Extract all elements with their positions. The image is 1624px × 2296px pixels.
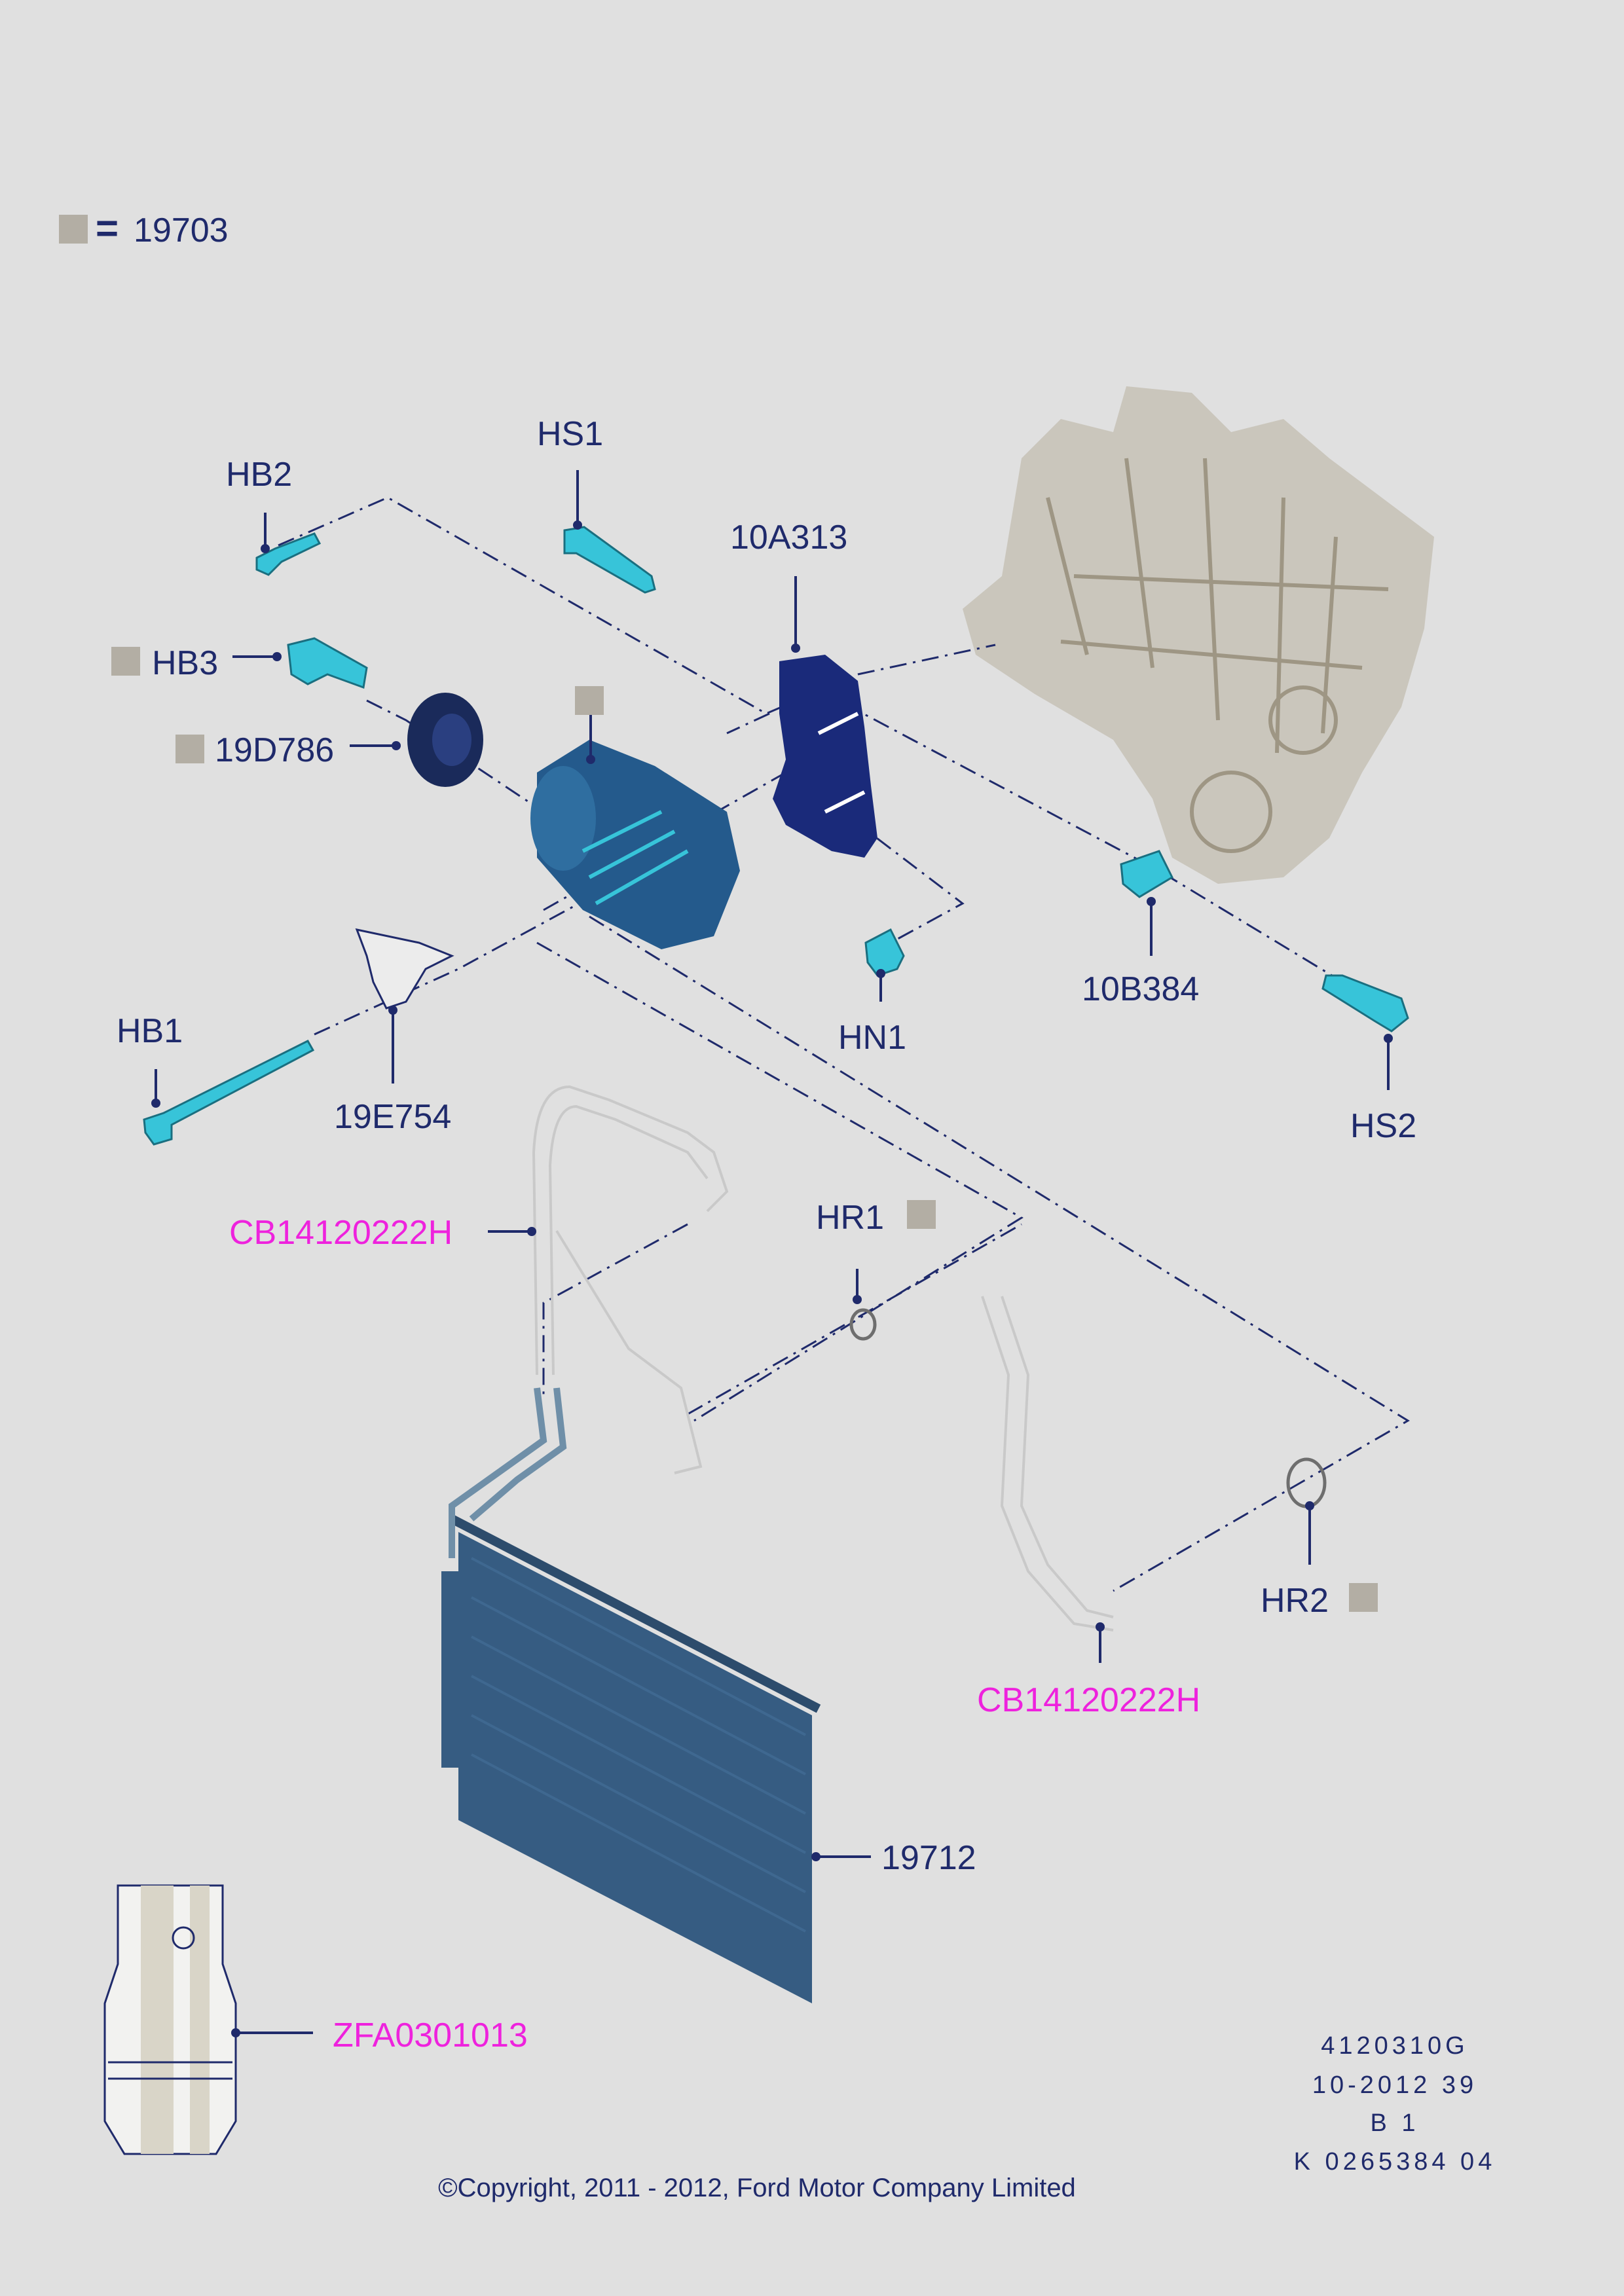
label-19712: 19712: [881, 1839, 976, 1877]
label-19e754: 19E754: [334, 1098, 451, 1136]
part-labels: HB2 HS1 10A313 HB3 19D786 10B384 HN1 HS2…: [117, 415, 1416, 1877]
bolt-hs1: [563, 526, 656, 594]
part-code-refrigerant: ZFA0301013: [333, 2016, 528, 2054]
engine-block-illustration: [963, 386, 1434, 884]
reference-line-3: B 1: [1370, 2109, 1419, 2137]
label-hb1: HB1: [117, 1012, 183, 1050]
clutch-pulley: [407, 693, 483, 787]
o-ring-hr2: [1286, 1457, 1327, 1508]
label-19d786: 19D786: [215, 731, 334, 769]
part-codes: CB14120222H CB14120222H ZFA0301013: [229, 1214, 1200, 2054]
label-hr2: HR2: [1261, 1582, 1329, 1620]
fasteners: [143, 526, 1409, 1146]
bolt-hb3: [287, 637, 368, 689]
label-hr1: HR1: [816, 1199, 884, 1237]
part-code-hose-top: CB14120222H: [229, 1214, 452, 1252]
legend-swatch: [59, 215, 88, 244]
o-ring-hr1: [849, 1308, 877, 1341]
label-hn1: HN1: [838, 1019, 906, 1057]
label-hs1: HS1: [537, 415, 603, 453]
swatch-compressor: [575, 686, 604, 715]
reference-block: 4120310G 10-2012 39 B 1 K 0265384 04: [1294, 2032, 1496, 2176]
leader-lines: [151, 470, 1393, 2037]
nut-hn1: [864, 928, 905, 977]
support-bracket: [355, 928, 454, 1010]
bolt-hs2: [1321, 974, 1409, 1032]
swatch-markers: [111, 647, 1378, 1612]
swatch-hr2: [1349, 1583, 1378, 1612]
legend: = 19703: [59, 206, 229, 250]
label-hb2: HB2: [226, 456, 292, 494]
label-hs2: HS2: [1350, 1107, 1416, 1145]
mounting-bracket: [773, 655, 877, 858]
compressor: [530, 740, 740, 949]
spacer-10b384: [1120, 850, 1173, 898]
swatch-hb3: [111, 647, 140, 676]
condenser: [441, 1387, 821, 2003]
reference-line-4: K 0265384 04: [1294, 2148, 1496, 2176]
legend-code: 19703: [134, 211, 229, 249]
refrigerant-cylinder-illustration: [103, 1884, 237, 2155]
swatch-19d786: [175, 735, 204, 763]
reference-line-1: 4120310G: [1321, 2032, 1469, 2060]
bolt-hb2: [255, 532, 322, 576]
label-10b384: 10B384: [1082, 970, 1199, 1008]
label-hb3: HB3: [152, 644, 218, 682]
part-code-hose-bottom: CB14120222H: [977, 1681, 1200, 1719]
o-rings: [849, 1308, 1327, 1508]
copyright-notice: ©Copyright, 2011 - 2012, Ford Motor Comp…: [438, 2174, 1076, 2202]
swatch-hr1: [907, 1200, 936, 1229]
legend-equals: =: [96, 206, 119, 250]
label-10a313: 10A313: [730, 519, 847, 556]
reference-line-2: 10-2012 39: [1312, 2071, 1477, 2099]
bolt-hb1: [143, 1040, 315, 1146]
ac-hoses: [532, 1085, 1114, 1631]
